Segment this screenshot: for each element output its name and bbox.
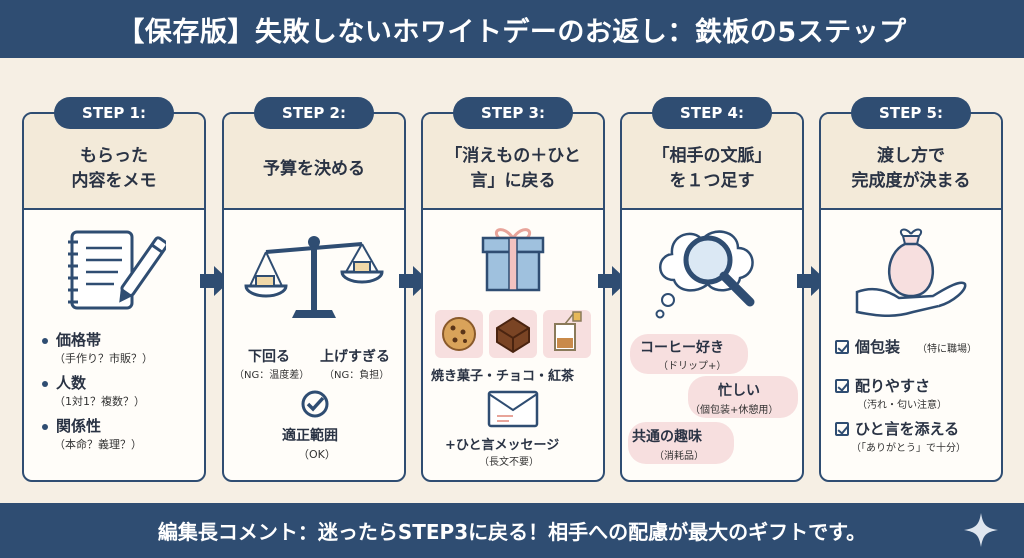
sparkle-icon	[964, 513, 998, 547]
step-3-body: 焼き菓子・チョコ・紅茶 +ひと言メッセージ （長文不要）	[423, 212, 603, 480]
arrow-right-icon	[200, 266, 230, 296]
magnifier-thought-icon	[655, 230, 755, 319]
headcount-label: 人数	[56, 374, 87, 392]
easy-distribute-label: 配りやすさ	[855, 377, 931, 395]
busy-note: （個包装+休憩用）	[690, 405, 779, 416]
checkbox-icon	[835, 340, 849, 354]
step-1-card: もらった 内容をメモ 価格帯 （手作り？市販？） 人数 （1対1？複数？）	[22, 112, 206, 482]
hand-gift-bag-icon	[855, 228, 967, 317]
below-budget-label: 下回る	[248, 349, 290, 365]
editor-comment: 編集長コメント：迷ったらSTEP3に戻る！相手への配慮が最大のギフトです。	[157, 520, 867, 544]
over-budget-note: （NG：負担）	[324, 370, 390, 381]
step-1-badge: STEP 1:	[54, 97, 174, 129]
price-range-label: 価格帯	[56, 331, 102, 349]
step-4-body: コーヒー好き （ドリップ+） 忙しい （個包装+休憩用） 共通の趣味 （消耗品）	[622, 212, 802, 480]
bullet-dot	[42, 338, 48, 344]
header-bar: 【保存版】失敗しないホワイトデーのお返し：鉄板の5ステップ	[0, 0, 1024, 58]
bullet-dot	[42, 424, 48, 430]
cookie-icon	[435, 310, 483, 358]
appropriate-range-label: 適正範囲	[282, 428, 338, 444]
step-1-body: 価格帯 （手作り？市販？） 人数 （1対1？複数？） 関係性 （本命？義理？）	[24, 212, 204, 480]
individual-wrap-note: （特に職場）	[917, 344, 977, 355]
step-1-title: もらった 内容をメモ	[71, 146, 157, 191]
step-5-card: 渡し方で 完成度が決まる 個包装 （特に職場） 配りやすさ （汚れ・匂い注意） …	[819, 112, 1003, 482]
step-5-title: 渡し方で 完成度が決まる	[851, 146, 971, 191]
message-note: （長文不要）	[479, 457, 539, 468]
context-bubble-hobby	[628, 422, 734, 464]
shared-hobby-label: 共通の趣味	[632, 429, 702, 445]
step-3-header: 「消えもの＋ひと 言」に戻る	[423, 114, 603, 210]
notebook-pen-icon	[68, 230, 166, 310]
step-4-badge: STEP 4:	[652, 97, 772, 129]
bullet-dot	[42, 381, 48, 387]
step-2-body: 下回る （NG：温度差） 上げすぎる （NG：負担） 適正範囲 （OK）	[224, 212, 404, 480]
add-message-note: （「ありがとう」で十分）	[851, 443, 966, 454]
context-bubble-coffee	[630, 334, 748, 374]
relationship-label: 関係性	[56, 417, 102, 435]
relationship-note: （本命？義理？）	[54, 438, 142, 451]
step-5-body: 個包装 （特に職場） 配りやすさ （汚れ・匂い注意） ひと言を添える （「ありが…	[821, 212, 1001, 480]
price-range-note: （手作り？市販？）	[54, 352, 153, 365]
step-4-card: 「相手の文脈」 を１つ足す コーヒー好き （ドリップ+） 忙しい （個包装+休憩…	[620, 112, 804, 482]
step-4-header: 「相手の文脈」 を１つ足す	[622, 114, 802, 210]
sweets-label: 焼き菓子・チョコ・紅茶	[431, 369, 575, 384]
step-2-badge: STEP 2:	[254, 97, 374, 129]
busy-label: 忙しい	[718, 383, 760, 399]
step-1-header: もらった 内容をメモ	[24, 114, 204, 210]
step-5-header: 渡し方で 完成度が決まる	[821, 114, 1001, 210]
coffee-lover-note: （ドリップ+）	[658, 361, 727, 372]
appropriate-range-note: （OK）	[298, 448, 336, 461]
below-budget-note: （NG：温度差）	[234, 370, 310, 381]
step-4-title: 「相手の文脈」 を１つ足す	[652, 146, 772, 191]
balance-scale-icon	[244, 236, 384, 318]
step-3-card: 「消えもの＋ひと 言」に戻る 焼き菓子・チョコ・紅茶	[421, 112, 605, 482]
footer-bar: 編集長コメント：迷ったらSTEP3に戻る！相手への配慮が最大のギフトです。	[0, 503, 1024, 558]
arrow-right-icon	[598, 266, 628, 296]
gift-box-icon	[481, 228, 545, 292]
context-bubble-busy	[688, 376, 798, 418]
easy-distribute-note: （汚れ・匂い注意）	[857, 400, 947, 411]
step-3-title: 「消えもの＋ひと 言」に戻る	[445, 146, 581, 191]
coffee-lover-label: コーヒー好き	[640, 340, 724, 356]
checkbox-icon	[835, 422, 849, 436]
step-5-badge: STEP 5:	[851, 97, 971, 129]
step-3-badge: STEP 3:	[453, 97, 573, 129]
envelope-icon	[487, 390, 539, 428]
message-label: +ひと言メッセージ	[445, 438, 560, 453]
chocolate-icon	[489, 310, 537, 358]
step-2-card: 予算を決める 下回る （NG：温度差） 上げすぎる （NG：負担） 適正範囲 （…	[222, 112, 406, 482]
step-2-header: 予算を決める	[224, 114, 404, 210]
add-message-label: ひと言を添える	[855, 420, 960, 438]
arrow-right-icon	[399, 266, 429, 296]
page-title: 【保存版】失敗しないホワイトデーのお返し：鉄板の5ステップ	[117, 16, 907, 48]
shared-hobby-note: （消耗品）	[654, 451, 704, 462]
tea-cup-icon	[543, 310, 591, 358]
checkbox-icon	[835, 379, 849, 393]
arrow-right-icon	[797, 266, 827, 296]
headcount-note: （1対1？複数？）	[54, 395, 145, 408]
step-2-title: 予算を決める	[263, 158, 365, 179]
check-circle-icon	[301, 390, 329, 418]
individual-wrap-label: 個包装	[855, 338, 901, 356]
over-budget-label: 上げすぎる	[320, 349, 390, 365]
